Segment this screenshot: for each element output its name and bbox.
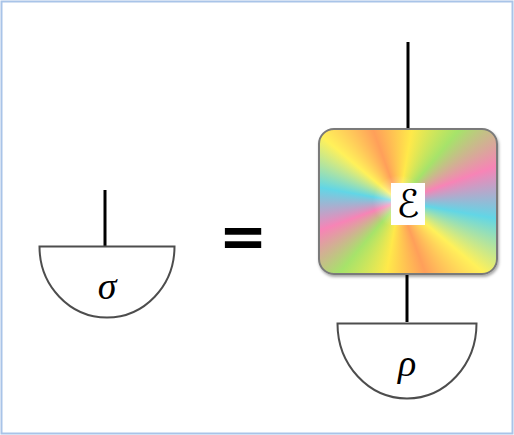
wire-connector <box>406 275 409 322</box>
state-label: σ <box>98 267 117 305</box>
state-preparation: σ <box>38 245 176 319</box>
channel-label: ℰ <box>391 183 424 225</box>
equals-sign: = <box>219 207 268 265</box>
state-preparation: ρ <box>336 322 478 400</box>
channel-box: ℰ <box>318 128 498 275</box>
semicircle-shape <box>338 324 477 399</box>
semicircle-shape <box>40 247 175 318</box>
state-label: ρ <box>398 344 416 382</box>
output-wire <box>407 42 410 128</box>
output-wire <box>104 190 107 246</box>
